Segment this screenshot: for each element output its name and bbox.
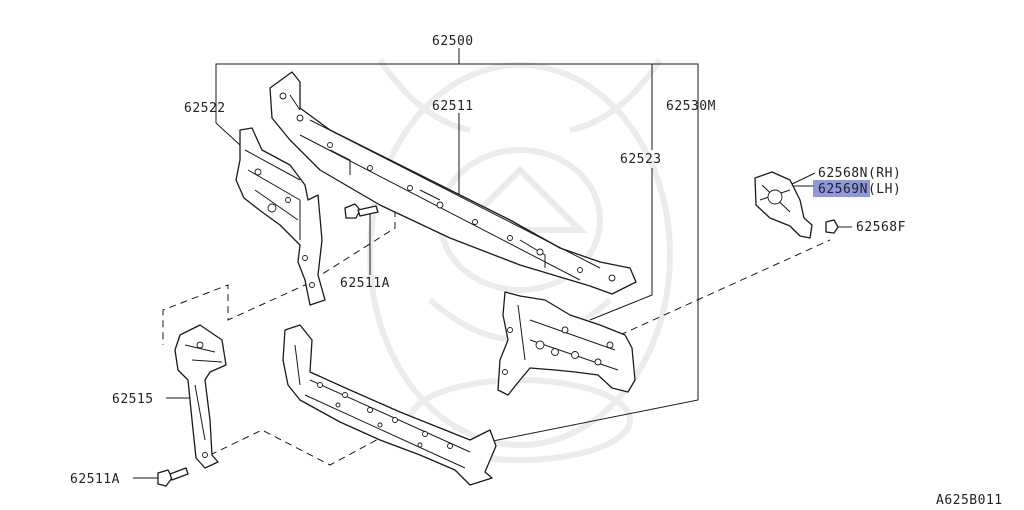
assembly-dashed-lines <box>162 198 831 466</box>
label-62523[interactable]: 62523 <box>620 152 662 167</box>
label-62500[interactable]: 62500 <box>432 34 474 49</box>
label-62569n-lh[interactable]: 62569N(LH) <box>818 182 901 197</box>
highlight-box <box>813 180 870 197</box>
label-62515[interactable]: 62515 <box>112 392 154 407</box>
leader-lines <box>133 48 852 479</box>
part-labels: 62500 62522 62511 62530M 62523 62568N(RH… <box>70 34 1003 508</box>
part-62568n-bracket[interactable] <box>754 171 813 239</box>
label-62511a-lower[interactable]: 62511A <box>70 472 120 487</box>
label-62568n-rh[interactable]: 62568N(RH) <box>818 166 901 181</box>
clip-62568f[interactable] <box>825 219 839 234</box>
diagram-code: A625B011 <box>936 493 1003 508</box>
part-62522-left-bracket[interactable] <box>235 127 326 306</box>
part-62530m-lower-member[interactable] <box>282 324 497 486</box>
label-62568f[interactable]: 62568F <box>856 220 906 235</box>
label-62511[interactable]: 62511 <box>432 99 474 114</box>
label-62522[interactable]: 62522 <box>184 101 226 116</box>
label-62530m[interactable]: 62530M <box>666 99 716 114</box>
part-62511-upper-support[interactable] <box>269 71 637 295</box>
part-62523-right-bracket[interactable] <box>497 291 636 396</box>
bolt-62511a-upper[interactable] <box>344 203 379 219</box>
part-62515-hood-lock-stay[interactable] <box>174 324 227 469</box>
bolt-62511a-lower[interactable] <box>157 467 189 487</box>
label-62511a-upper[interactable]: 62511A <box>340 276 390 291</box>
